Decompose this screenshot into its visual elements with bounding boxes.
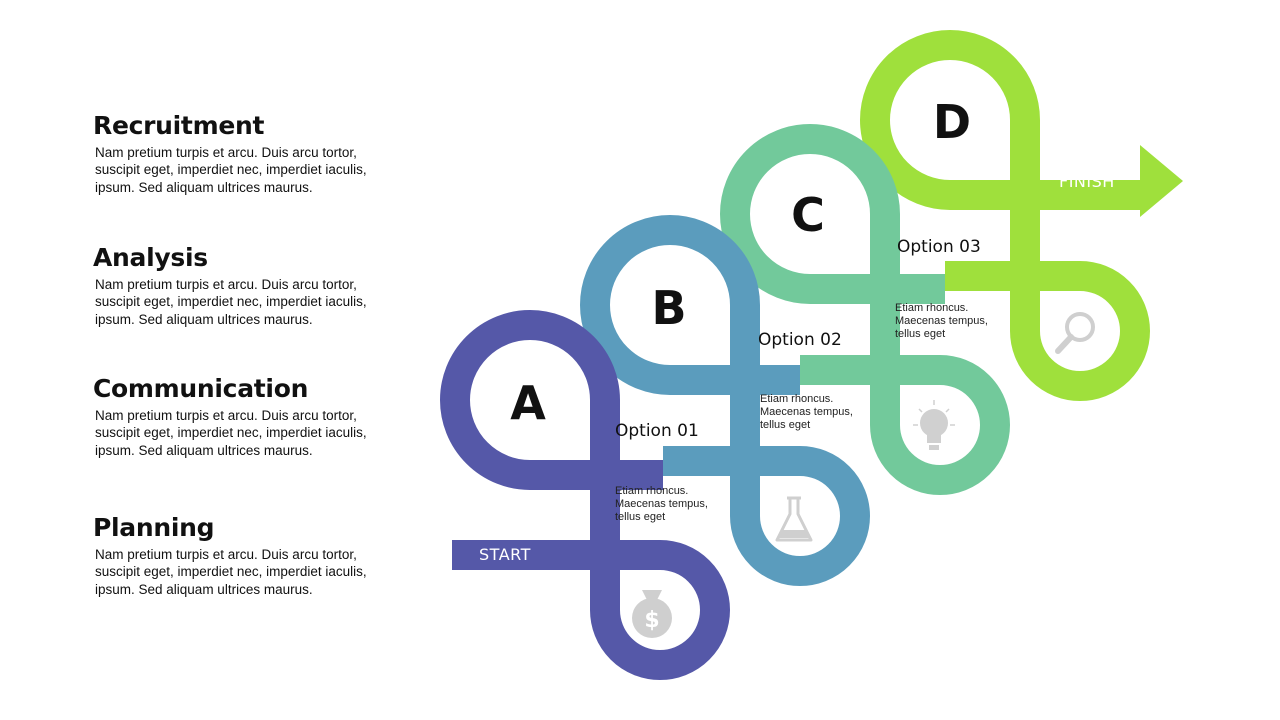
section-body: Nam pretium turpis et arcu. Duis arcu to… bbox=[95, 408, 367, 458]
ribbon-a bbox=[440, 310, 730, 680]
option-desc-1: Etiam rhoncus. Maecenas tempus, tellus e… bbox=[615, 485, 711, 523]
svg-text:$: $ bbox=[644, 608, 659, 633]
ribbon-path-a bbox=[440, 310, 730, 680]
section-body: Nam pretium turpis et arcu. Duis arcu to… bbox=[95, 547, 367, 597]
section-title: Planning bbox=[93, 513, 215, 542]
section-title: Analysis bbox=[93, 243, 208, 272]
ribbon-b bbox=[580, 215, 870, 586]
option-label-1: Option 01 bbox=[615, 421, 699, 441]
ribbon-path-c bbox=[720, 124, 1010, 495]
section-title: Recruitment bbox=[93, 111, 265, 140]
section-body: Nam pretium turpis et arcu. Duis arcu to… bbox=[95, 145, 367, 195]
section-analysis: Analysis Nam pretium turpis et arcu. Dui… bbox=[93, 243, 373, 328]
finish-label: FINISH bbox=[1059, 172, 1115, 191]
option-label-2: Option 02 bbox=[758, 330, 842, 350]
step-letter-b: B bbox=[651, 281, 686, 335]
ribbon-d bbox=[860, 30, 1183, 401]
lightbulb-icon bbox=[913, 400, 955, 450]
option-desc-2: Etiam rhoncus. Maecenas tempus, tellus e… bbox=[760, 393, 856, 431]
option-label-3: Option 03 bbox=[897, 237, 981, 257]
section-communication: Communication Nam pretium turpis et arcu… bbox=[93, 374, 373, 459]
option-desc-3: Etiam rhoncus. Maecenas tempus, tellus e… bbox=[895, 302, 991, 340]
ribbon-path-d bbox=[860, 30, 1150, 401]
section-planning: Planning Nam pretium turpis et arcu. Dui… bbox=[93, 513, 373, 598]
section-title: Communication bbox=[93, 374, 309, 403]
ribbon-c bbox=[720, 124, 1010, 495]
step-letter-c: C bbox=[791, 188, 825, 242]
section-recruitment: Recruitment Nam pretium turpis et arcu. … bbox=[93, 111, 373, 196]
step-letter-d: D bbox=[933, 95, 971, 149]
step-letter-a: A bbox=[510, 376, 546, 430]
finish-arrowhead bbox=[1140, 145, 1183, 217]
section-body: Nam pretium turpis et arcu. Duis arcu to… bbox=[95, 277, 367, 327]
magnifier-icon bbox=[1055, 312, 1095, 354]
ribbon-path-b bbox=[580, 215, 870, 586]
start-label: START bbox=[479, 545, 531, 564]
money-bag-icon: $ bbox=[632, 590, 672, 638]
flask-icon bbox=[775, 496, 813, 542]
